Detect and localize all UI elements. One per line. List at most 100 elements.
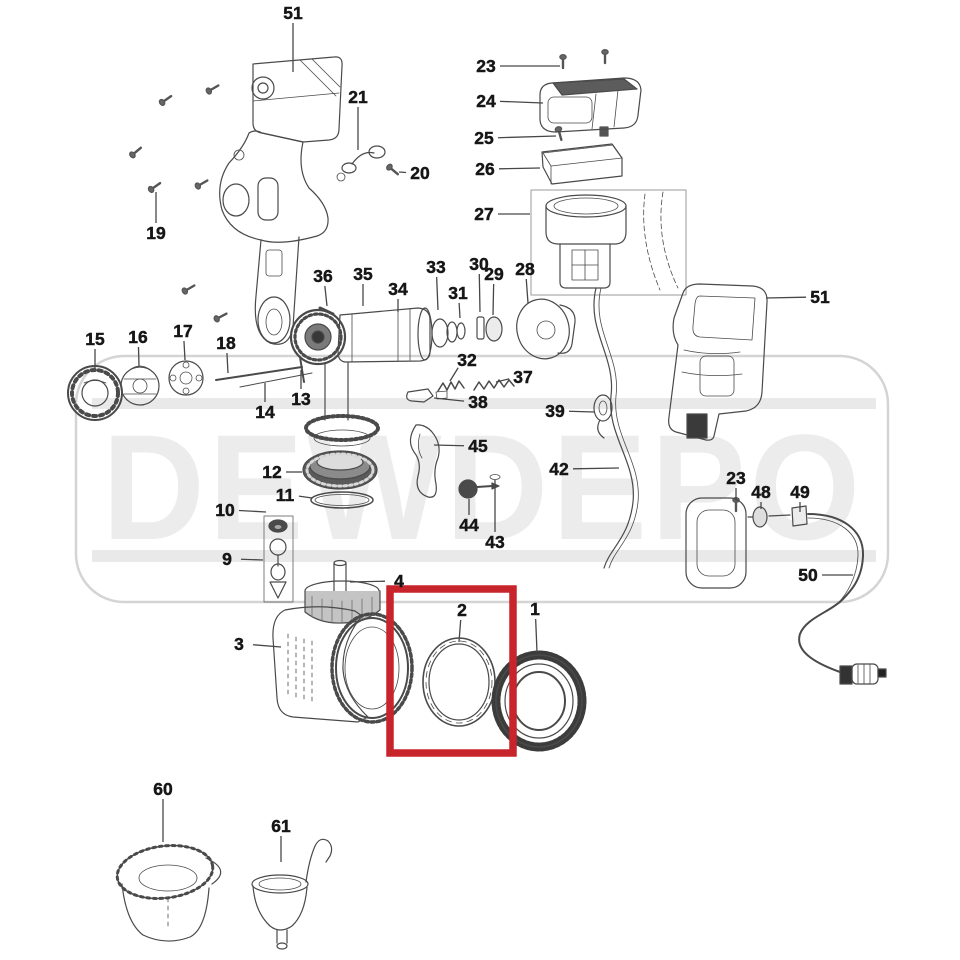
leader-line-17 <box>183 340 186 361</box>
part-38-fitting-drawing <box>406 388 448 403</box>
part-label-3: 3 <box>234 634 244 654</box>
part-label-42: 42 <box>549 459 569 479</box>
part-44-knob-drawing <box>458 474 501 499</box>
part-36-pin-drawing <box>318 306 335 316</box>
highlight-box <box>386 585 517 757</box>
part-label-44: 44 <box>459 515 479 535</box>
part-label-30: 30 <box>469 254 489 274</box>
leader-line-28 <box>525 278 529 304</box>
part-51-housing-left-drawing <box>219 56 343 345</box>
part-32-spring-drawing <box>437 380 465 392</box>
exploded-drawing <box>67 49 887 950</box>
leader-line-1 <box>535 618 538 653</box>
part-label-45: 45 <box>468 436 488 456</box>
part-16-clutch-drawing <box>120 365 160 406</box>
leader-line-26 <box>498 167 541 170</box>
part-label-1: 1 <box>530 599 540 619</box>
part-label-51: 51 <box>810 287 830 307</box>
part-1-ring-drawing <box>491 650 587 752</box>
part-label-11: 11 <box>276 485 295 505</box>
leader-line-11 <box>298 495 313 499</box>
leader-line-20 <box>398 171 407 174</box>
part-13-pin-drawing <box>299 356 305 383</box>
part-label-9: 9 <box>222 549 232 569</box>
part-label-27: 27 <box>474 204 493 224</box>
part-39-clip-drawing <box>593 394 613 439</box>
part-label-4: 4 <box>394 571 404 591</box>
part-label-39: 39 <box>545 401 565 421</box>
part-label-21: 21 <box>348 87 368 107</box>
part-11-oring-drawing <box>310 491 374 509</box>
part-45-trigger-drawing <box>409 424 440 498</box>
part-label-20: 20 <box>410 163 430 183</box>
part-label-61: 61 <box>271 816 291 836</box>
spray-head-drawing <box>215 306 503 447</box>
part-label-37: 37 <box>513 367 532 387</box>
part-label-19: 19 <box>146 223 166 243</box>
leader-line-3 <box>252 644 282 648</box>
part-12-impeller-drawing <box>302 450 378 490</box>
part-label-24: 24 <box>476 91 496 111</box>
part-label-36: 36 <box>313 266 333 286</box>
part-label-2: 2 <box>457 600 467 620</box>
watermark-bottom-bar <box>92 550 876 562</box>
leader-line-2 <box>458 619 462 643</box>
part-17-rotor-drawing <box>168 360 204 396</box>
plug-prong <box>877 668 887 678</box>
leader-line-36 <box>324 285 328 307</box>
part-label-32: 32 <box>457 350 477 370</box>
part-49-anchor-drawing <box>768 505 808 527</box>
part-label-12: 12 <box>262 462 282 482</box>
part-18-tube-drawing <box>215 366 303 381</box>
part-51-housing-right-drawing <box>668 283 768 441</box>
part-label-60: 60 <box>153 779 173 799</box>
part-61-funnel-drawing <box>251 838 333 950</box>
leader-line-31 <box>458 302 461 319</box>
part-label-16: 16 <box>128 327 148 347</box>
leader-line-10 <box>238 509 267 513</box>
part-50-power-cord-drawing <box>798 513 887 685</box>
leader-line-38 <box>433 397 465 402</box>
plug-ferrule <box>839 665 853 685</box>
part-label-49: 49 <box>790 482 810 502</box>
screw-icons <box>129 49 740 513</box>
leader-line-37 <box>495 378 510 383</box>
leader-line-4 <box>349 580 386 583</box>
part-label-51: 51 <box>283 3 303 23</box>
part-14-needle-drawing <box>239 372 313 388</box>
part-label-26: 26 <box>475 159 495 179</box>
part-label-10: 10 <box>215 500 235 520</box>
part-label-23: 23 <box>476 56 496 76</box>
part-37-spring-drawing <box>473 379 515 391</box>
part-label-43: 43 <box>485 532 505 552</box>
nut-icon <box>599 126 609 137</box>
part-24-filter-cover-drawing <box>539 77 642 133</box>
part-label-48: 48 <box>751 482 771 502</box>
watermark-top-bar <box>92 398 876 409</box>
part-label-14: 14 <box>255 402 275 422</box>
part-label-35: 35 <box>353 264 373 284</box>
handle-frame-drawing <box>685 497 747 589</box>
part-48-anchor-drawing <box>747 506 768 528</box>
part-42-cord-guard-drawing <box>593 287 639 569</box>
leader-line-51 <box>765 296 807 299</box>
leader-line-25 <box>497 135 557 139</box>
leader-line-39 <box>568 410 595 413</box>
leader-line-24 <box>499 100 544 104</box>
part-label-17: 17 <box>173 321 192 341</box>
leader-line-9 <box>240 558 264 561</box>
part-label-34: 34 <box>388 279 408 299</box>
part-28-pump-housing-drawing <box>516 298 576 360</box>
leader-line-45 <box>433 444 465 447</box>
part-label-18: 18 <box>216 333 236 353</box>
part-label-33: 33 <box>426 257 446 277</box>
leader-line-18 <box>226 352 229 374</box>
part-43-washer-drawing <box>489 474 501 480</box>
part-label-25: 25 <box>474 128 494 148</box>
part-label-28: 28 <box>515 259 535 279</box>
leader-line-32 <box>449 367 459 382</box>
leader-line-16 <box>137 346 140 367</box>
part-label-31: 31 <box>448 283 468 303</box>
